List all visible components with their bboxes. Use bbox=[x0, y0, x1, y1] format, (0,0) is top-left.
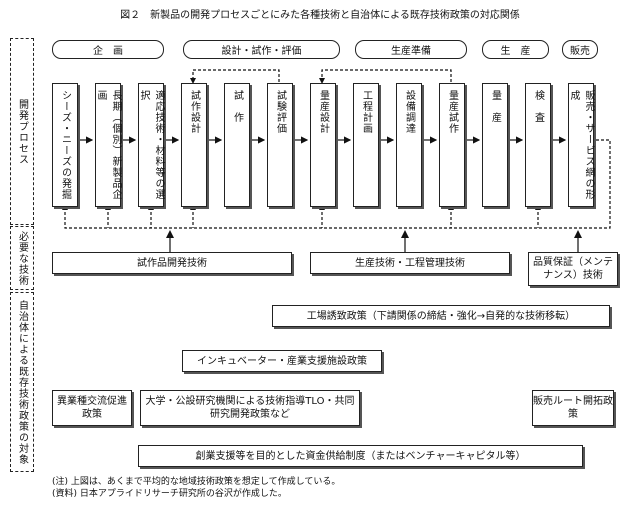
phase-design: 設計・試作・評価 bbox=[183, 40, 340, 59]
tech-prototype-development: 試作品開発技術 bbox=[52, 252, 292, 274]
policy-factory-attraction: 工場誘致政策（下請関係の締結・強化→自発的な技術移転） bbox=[272, 305, 610, 327]
step-long-term-planning: 長期（個別）新製品企画 bbox=[95, 83, 121, 207]
step-prototype-design: 試作設計 bbox=[181, 83, 207, 207]
phase-prep: 生産準備 bbox=[355, 40, 467, 59]
step-prototype: 試 作 bbox=[224, 83, 250, 207]
phase-sales: 販売 bbox=[562, 40, 598, 59]
side-label-tech: 必要な技術 bbox=[10, 226, 34, 290]
note-2: (資料) 日本アプライドリサーチ研究所の谷沢が作成した。 bbox=[52, 489, 287, 499]
side-label-policy: 自治体による既存技術政策の対象 bbox=[10, 292, 34, 472]
step-inspection: 検 査 bbox=[525, 83, 551, 207]
step-sales-network: 販売・サービス網の形成 bbox=[568, 83, 594, 207]
policy-university-guidance: 大学・公設研究機関による技術指導TLO・共同研究開発政策など bbox=[140, 390, 360, 426]
tech-production-process: 生産技術・工程管理技術 bbox=[310, 252, 510, 274]
tech-quality-assurance: 品質保証（メンテナンス）技術 bbox=[528, 252, 618, 286]
step-test-evaluation: 試験評価 bbox=[267, 83, 293, 207]
phase-production: 生 産 bbox=[482, 40, 549, 59]
step-technology-selection: 適応技術・材料等の選択 bbox=[138, 83, 164, 207]
step-seeds-needs: シーズ・ニーズの発掘 bbox=[52, 83, 78, 207]
side-label-process: 開発プロセス bbox=[10, 38, 34, 225]
policy-cross-industry-exchange: 異業種交流促進政策 bbox=[52, 390, 132, 426]
step-equipment-procurement: 設備調達 bbox=[396, 83, 422, 207]
step-mass-production-design: 量産設計 bbox=[310, 83, 336, 207]
policy-incubator: インキュベーター・産業支援施設政策 bbox=[182, 350, 382, 372]
step-mass-production: 量 産 bbox=[482, 83, 508, 207]
policy-funding: 創業支援等を目的とした資金供給制度（またはベンチャーキャピタル等） bbox=[138, 445, 583, 467]
note-1: (注) 上図は、あくまで平均的な地域技術政策を想定して作成している。 bbox=[52, 477, 341, 487]
phase-planning: 企 画 bbox=[52, 40, 164, 59]
step-pilot-production: 量産試作 bbox=[439, 83, 465, 207]
figure-title: 図２ 新製品の開発プロセスごとにみた各種技術と自治体による既存技術政策の対応関係 bbox=[120, 10, 520, 21]
policy-sales-route: 販売ルート開拓政策 bbox=[532, 390, 614, 426]
step-process-planning: 工程計画 bbox=[353, 83, 379, 207]
